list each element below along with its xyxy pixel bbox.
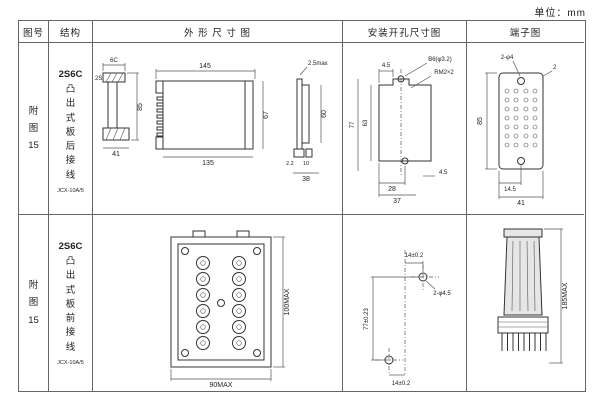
dim-77: 77 — [350, 121, 356, 128]
dim-63: 63 — [363, 119, 369, 126]
structure-model-row2: JCX-10A/5 — [57, 359, 84, 366]
label-hole-b6: B6(φ3.2) — [428, 57, 452, 63]
dim-6c: 6C — [110, 58, 118, 64]
header-terminal: 端子图 — [467, 21, 584, 43]
dim-41-terminal: 41 — [517, 200, 525, 207]
dim-85: 85 — [137, 103, 144, 111]
dim-145: 145 — [199, 63, 211, 70]
dim-135: 135 — [202, 160, 214, 167]
dim-25max: 2.5max — [308, 61, 328, 67]
dim-top-14: 14±0.2 — [405, 253, 424, 259]
dim-2s: 2S — [95, 76, 102, 82]
dim-85-terminal: 85 — [477, 117, 484, 125]
structure-desc-row2: 凸 出 式 板 前 接 线 — [65, 256, 76, 353]
drill-hole-layout: 14±0.2 2-φ4.5 77±0.23 14±0.2 — [364, 250, 451, 387]
side-plate-view: 2.5max 60 2.2 10 38 — [286, 61, 328, 183]
header-structure: 结构 — [49, 21, 93, 43]
header-fig-no: 图号 — [19, 21, 49, 43]
label-2-phi45: 2-φ4.5 — [433, 291, 451, 297]
label-edge-2: 2 — [553, 65, 557, 71]
mounting-svg-row1: 4.5 B6(φ3.2) RM2×2 77 63 28 37 4.5 — [350, 57, 454, 205]
terminal-drawing-row2: 185MAX — [467, 215, 584, 391]
terminal-hole-grid — [504, 88, 538, 148]
dim-90max: 90MAX — [210, 382, 233, 389]
drawing-table: 图号 结构 外 形 尺 寸 图 安装开孔尺寸图 端子图 附 图 15 2S6C … — [18, 20, 586, 392]
outline-svg-row2: 100MAX 90MAX — [170, 230, 291, 389]
unit-label: 单位：mm — [534, 8, 586, 19]
fig-no-row2: 附 图 15 — [19, 215, 49, 391]
dim-37: 37 — [393, 198, 401, 205]
outline-drawing-row1: 6C 2S 85 41 — [93, 43, 343, 215]
screw-terminal-columns — [196, 256, 246, 350]
mounting-drawing-row1: 4.5 B6(φ3.2) RM2×2 77 63 28 37 4.5 — [343, 43, 467, 215]
dim-60: 60 — [321, 110, 328, 118]
dim-bottom-4-5: 4.5 — [439, 170, 448, 176]
dim-22: 2.2 — [286, 161, 294, 167]
structure-model-row1: JCX-10A/5 — [57, 187, 84, 194]
dim-bottom-14: 14±0.2 — [392, 381, 411, 387]
structure-desc-row1: 凸 出 式 板 后 接 线 — [65, 84, 76, 181]
mounting-svg-row2: 14±0.2 2-φ4.5 77±0.23 14±0.2 — [364, 250, 451, 387]
outline-svg-row1: 6C 2S 85 41 — [95, 58, 328, 183]
terminal-drawing-row1: 2-φ4 2 85 14.5 41 — [467, 43, 584, 215]
structure-cell-row2: 2S6C 凸 出 式 板 前 接 线 JCX-10A/5 — [49, 215, 93, 391]
dim-77-023: 77±0.23 — [364, 308, 370, 330]
panel-cutout-view: 4.5 B6(φ3.2) RM2×2 77 63 28 37 4.5 — [350, 57, 454, 205]
terminal-board-view: 2-φ4 2 85 14.5 41 — [477, 55, 557, 207]
front-wiring-front-view: 100MAX 90MAX — [170, 230, 291, 389]
structure-type-row2: 2S6C — [58, 241, 83, 252]
label-thread-rm2: RM2×2 — [434, 70, 454, 76]
header-outline: 外 形 尺 寸 图 — [93, 21, 343, 43]
bracket-side-view: 6C 2S 85 41 — [95, 58, 144, 158]
header-mounting: 安装开孔尺寸图 — [343, 21, 467, 43]
dim-14-5: 14.5 — [504, 187, 516, 193]
outline-drawing-row2: 100MAX 90MAX — [93, 215, 343, 391]
terminal-pins — [501, 333, 547, 351]
dim-41: 41 — [112, 151, 120, 158]
dim-38: 38 — [302, 176, 310, 183]
terminal-svg-row2: 185MAX — [497, 228, 569, 364]
structure-type-row1: 2S6C — [58, 69, 83, 80]
terminal-svg-row1: 2-φ4 2 85 14.5 41 — [477, 55, 557, 207]
fig-no-row1: 附 图 15 — [19, 43, 49, 215]
dim-100max: 100MAX — [284, 288, 291, 315]
dim-28: 28 — [388, 186, 396, 193]
structure-cell-row1: 2S6C 凸 出 式 板 后 接 线 JCX-10A/5 — [49, 43, 93, 215]
mounting-drawing-row2: 14±0.2 2-φ4.5 77±0.23 14±0.2 — [343, 215, 467, 391]
dim-10: 10 — [303, 161, 309, 167]
dim-top-4-5: 4.5 — [382, 63, 391, 69]
dim-67: 67 — [263, 111, 270, 119]
relay-front-view: 145 135 67 — [155, 63, 270, 167]
relay-side-view-plugged: 185MAX — [497, 228, 569, 364]
dim-185max: 185MAX — [562, 282, 569, 309]
label-2-phi4: 2-φ4 — [501, 55, 514, 61]
